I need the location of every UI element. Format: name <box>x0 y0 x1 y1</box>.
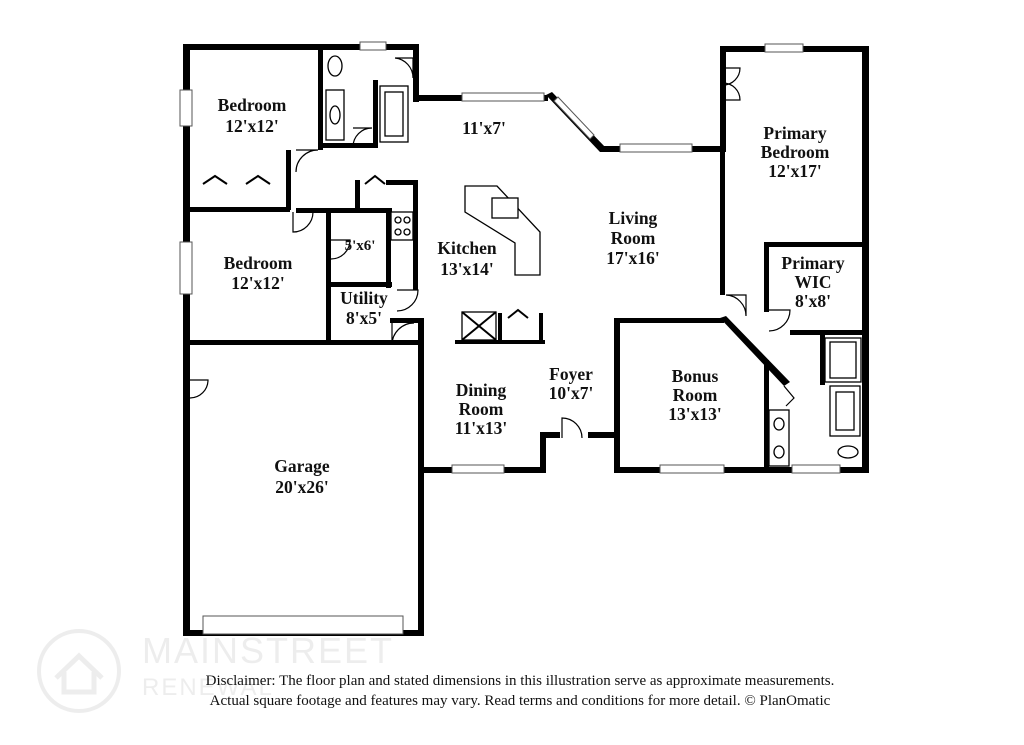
watermark-brand: MAINSTREET <box>142 630 395 671</box>
primary-bedroom-name-line2: Bedroom <box>761 142 830 162</box>
primary-wic-dim: 8'x8' <box>795 291 831 311</box>
living-name-line2: Room <box>611 228 656 248</box>
utility-name: Utility <box>340 288 388 308</box>
primary-bedroom-dim: 12'x17' <box>768 161 821 181</box>
garage-name: Garage <box>274 456 330 476</box>
utility-dim: 8'x5' <box>346 308 382 328</box>
windows <box>179 41 841 635</box>
bedroom-1-name: Bedroom <box>218 95 287 115</box>
kitchen-sink <box>491 197 519 219</box>
foyer-name: Foyer <box>549 364 593 384</box>
watermark: MAINSTREET RENEWAL <box>34 626 394 716</box>
bedroom-1-dim: 12'x12' <box>225 116 278 136</box>
hall-toilet <box>327 55 343 77</box>
fixtures <box>325 55 862 467</box>
garage-dim: 20'x26' <box>275 477 328 497</box>
dining-dim: 11'x13' <box>455 418 508 438</box>
living-dim: 17'x16' <box>606 248 659 268</box>
living-name-line1: Living <box>609 208 658 228</box>
closet-doors <box>202 174 529 319</box>
interior-walls <box>190 44 867 470</box>
dining-name-line1: Dining <box>456 380 507 400</box>
closet-dim: 5'x6' <box>345 238 376 254</box>
bonus-name-line2: Room <box>673 385 718 405</box>
nook-dim: 11'x7' <box>462 118 506 138</box>
watermark-sub: RENEWAL <box>142 674 274 701</box>
doors <box>189 57 795 439</box>
primary-bedroom-name-line1: Primary <box>763 123 826 143</box>
bedroom-2-name: Bedroom <box>224 253 293 273</box>
range <box>390 211 414 241</box>
kitchen-dim: 13'x14' <box>440 259 493 279</box>
primary-toilet <box>837 445 859 459</box>
primary-wic-name-line1: Primary <box>781 253 844 273</box>
disclaimer-line-1: Disclaimer: The floor plan and stated di… <box>205 673 835 689</box>
bedroom-2-dim: 12'x12' <box>231 273 284 293</box>
house-circle-icon <box>37 629 121 713</box>
foyer-dim: 10'x7' <box>549 383 594 403</box>
bonus-name-line1: Bonus <box>672 366 719 386</box>
disclaimer-line-2: Actual square footage and features may v… <box>209 693 831 709</box>
kitchen-island <box>464 185 541 276</box>
kitchen-name: Kitchen <box>437 238 497 258</box>
dining-name-line2: Room <box>459 399 504 419</box>
primary-wic-name-line2: WIC <box>795 272 832 292</box>
bonus-dim: 13'x13' <box>668 404 721 424</box>
room-labels: Bedroom 12'x12' Bedroom 12'x12' 11'x7' 5… <box>218 95 845 497</box>
